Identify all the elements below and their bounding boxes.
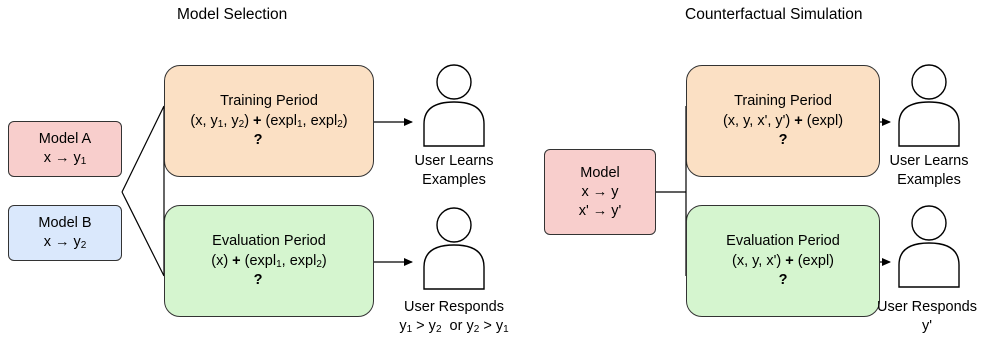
heading-model-selection: Model Selection (177, 6, 288, 23)
training-period-title-right: Training Period (734, 93, 832, 109)
training-period-formula-right: (x, y, x', y') + (expl) (722, 113, 844, 129)
user-learns-caption-left: User Learns Examples (414, 153, 494, 188)
connector-model-b (121, 191, 165, 277)
training-period-title: Training Period (220, 93, 318, 109)
model-name: Model (580, 164, 620, 181)
model-b-box: Model B x → y2 (8, 205, 122, 261)
evaluation-period-title: Evaluation Period (212, 233, 326, 249)
user-learns-icon-right (898, 64, 960, 147)
model-mapping-1: x → y (581, 183, 619, 200)
model-a-box: Model A x → y1 (8, 121, 122, 177)
training-period-question-right: ? (778, 132, 788, 148)
model-b-name: Model B (38, 215, 92, 231)
user-responds-caption-right: User Responds y' (877, 299, 977, 334)
heading-counterfactual-simulation: Counterfactual Simulation (685, 6, 863, 23)
evaluation-period-title-right: Evaluation Period (726, 233, 840, 249)
evaluation-period-box-right: Evaluation Period (x, y, x') + (expl) ? (686, 205, 880, 317)
model-b-mapping: x → y2 (43, 234, 87, 251)
training-period-box-left: Training Period (x, y1, y2) + (expl1, ex… (164, 65, 374, 177)
connector-model-a (121, 105, 165, 193)
training-period-formula: (x, y1, y2) + (expl1, expl2) (190, 113, 348, 130)
model-mapping-2: x' → y' (578, 202, 622, 219)
evaluation-period-formula-right: (x, y, x') + (expl) (731, 253, 834, 269)
training-period-question: ? (253, 132, 263, 148)
model-a-name: Model A (38, 131, 92, 147)
model-box-right: Model x → y x' → y' (544, 149, 656, 235)
user-learns-caption-right: User Learns Examples (889, 153, 969, 188)
user-responds-icon-right (898, 205, 960, 288)
user-learns-icon-left (423, 64, 485, 147)
evaluation-period-box-left: Evaluation Period (x) + (expl1, expl2) ? (164, 205, 374, 317)
user-responds-caption-left: User Responds y1 > y2 or y2 > y1 (399, 299, 509, 335)
evaluation-period-formula: (x) + (expl1, expl2) (211, 253, 327, 270)
evaluation-period-question-right: ? (778, 272, 788, 288)
model-a-mapping: x → y1 (43, 150, 87, 167)
evaluation-period-question: ? (253, 272, 263, 288)
user-responds-icon-left (423, 207, 485, 290)
training-period-box-right: Training Period (x, y, x', y') + (expl) … (686, 65, 880, 177)
